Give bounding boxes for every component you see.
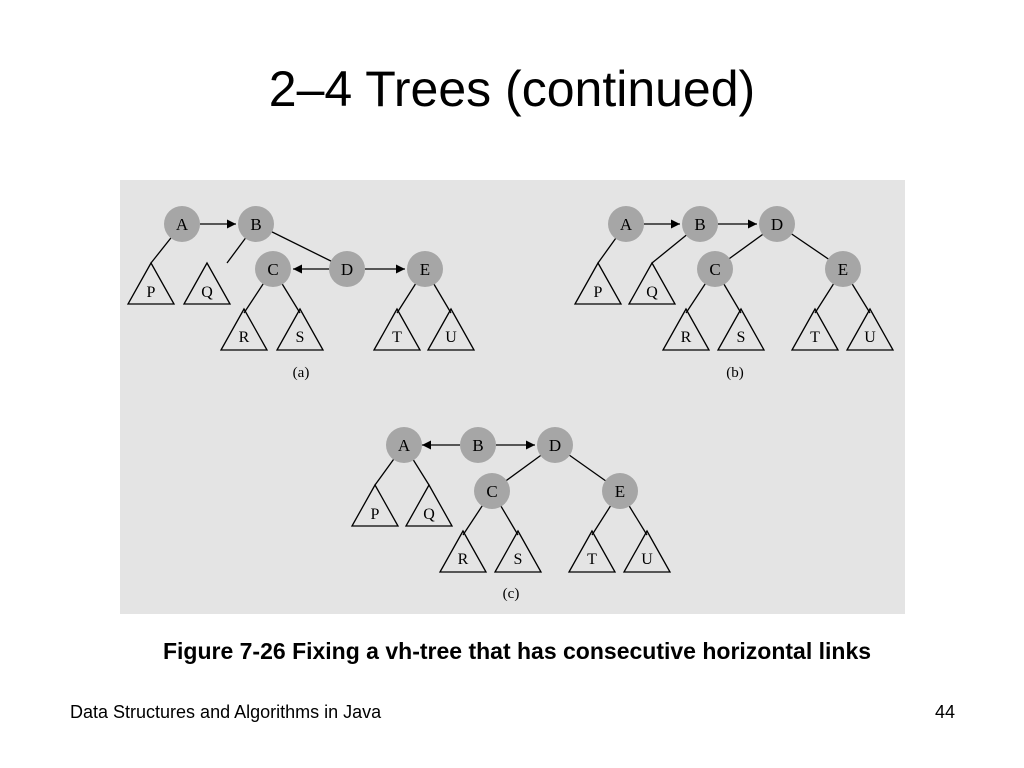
svg-text:A: A bbox=[398, 436, 411, 455]
subtree-label: Q bbox=[646, 284, 658, 301]
tree-node: B bbox=[682, 206, 718, 242]
figure-7-26: A B C D E P Q R S T U (a) bbox=[120, 180, 905, 614]
subtree-label: U bbox=[641, 551, 653, 568]
panel-b: A B D C E P Q R S T U (b) bbox=[573, 206, 895, 381]
subtree-label: P bbox=[594, 284, 603, 301]
subtree-label: T bbox=[587, 551, 597, 568]
panel-label: (c) bbox=[503, 586, 520, 602]
tree-node: E bbox=[407, 251, 443, 287]
svg-text:B: B bbox=[472, 436, 483, 455]
tree-node: C bbox=[474, 473, 510, 509]
svg-text:E: E bbox=[420, 260, 430, 279]
svg-text:C: C bbox=[267, 260, 278, 279]
tree-node: E bbox=[602, 473, 638, 509]
tree-node: B bbox=[238, 206, 274, 242]
svg-text:C: C bbox=[486, 482, 497, 501]
panel-a: A B C D E P Q R S T U (a) bbox=[126, 206, 476, 381]
svg-text:D: D bbox=[771, 215, 783, 234]
subtree-label: Q bbox=[423, 506, 435, 523]
subtree-label: P bbox=[371, 506, 380, 523]
footer-course-title: Data Structures and Algorithms in Java bbox=[70, 702, 382, 722]
panel-c: A B D C E P Q R S T U (c) bbox=[350, 427, 672, 602]
panel-label: (b) bbox=[726, 365, 744, 381]
slide-title: 2–4 Trees (continued) bbox=[268, 61, 756, 117]
subtree-label: S bbox=[514, 551, 523, 568]
subtree-label: T bbox=[392, 329, 402, 346]
subtree-label: R bbox=[239, 329, 250, 346]
tree-node: A bbox=[608, 206, 644, 242]
tree-node: C bbox=[697, 251, 733, 287]
svg-text:D: D bbox=[341, 260, 353, 279]
tree-node: A bbox=[164, 206, 200, 242]
subtree-label: S bbox=[737, 329, 746, 346]
subtree-label: U bbox=[864, 329, 876, 346]
svg-text:E: E bbox=[615, 482, 625, 501]
svg-text:A: A bbox=[176, 215, 189, 234]
svg-text:B: B bbox=[250, 215, 261, 234]
svg-text:A: A bbox=[620, 215, 633, 234]
vh-tree-diagram: A B C D E P Q R S T U (a) bbox=[126, 206, 895, 602]
tree-node: B bbox=[460, 427, 496, 463]
tree-node: A bbox=[386, 427, 422, 463]
tree-node: E bbox=[825, 251, 861, 287]
svg-text:D: D bbox=[549, 436, 561, 455]
subtree-label: P bbox=[147, 284, 156, 301]
svg-text:E: E bbox=[838, 260, 848, 279]
svg-text:B: B bbox=[694, 215, 705, 234]
subtree-label: R bbox=[681, 329, 692, 346]
subtree-label: S bbox=[296, 329, 305, 346]
subtree-label: T bbox=[810, 329, 820, 346]
tree-node: D bbox=[537, 427, 573, 463]
subtree-label: Q bbox=[201, 284, 213, 301]
tree-node: C bbox=[255, 251, 291, 287]
svg-text:C: C bbox=[709, 260, 720, 279]
panel-label: (a) bbox=[293, 365, 310, 381]
tree-node: D bbox=[759, 206, 795, 242]
subtree-label: U bbox=[445, 329, 457, 346]
subtree-label: R bbox=[458, 551, 469, 568]
tree-node: D bbox=[329, 251, 365, 287]
page-number: 44 bbox=[935, 702, 956, 722]
figure-caption: Figure 7-26 Fixing a vh-tree that has co… bbox=[162, 638, 872, 664]
